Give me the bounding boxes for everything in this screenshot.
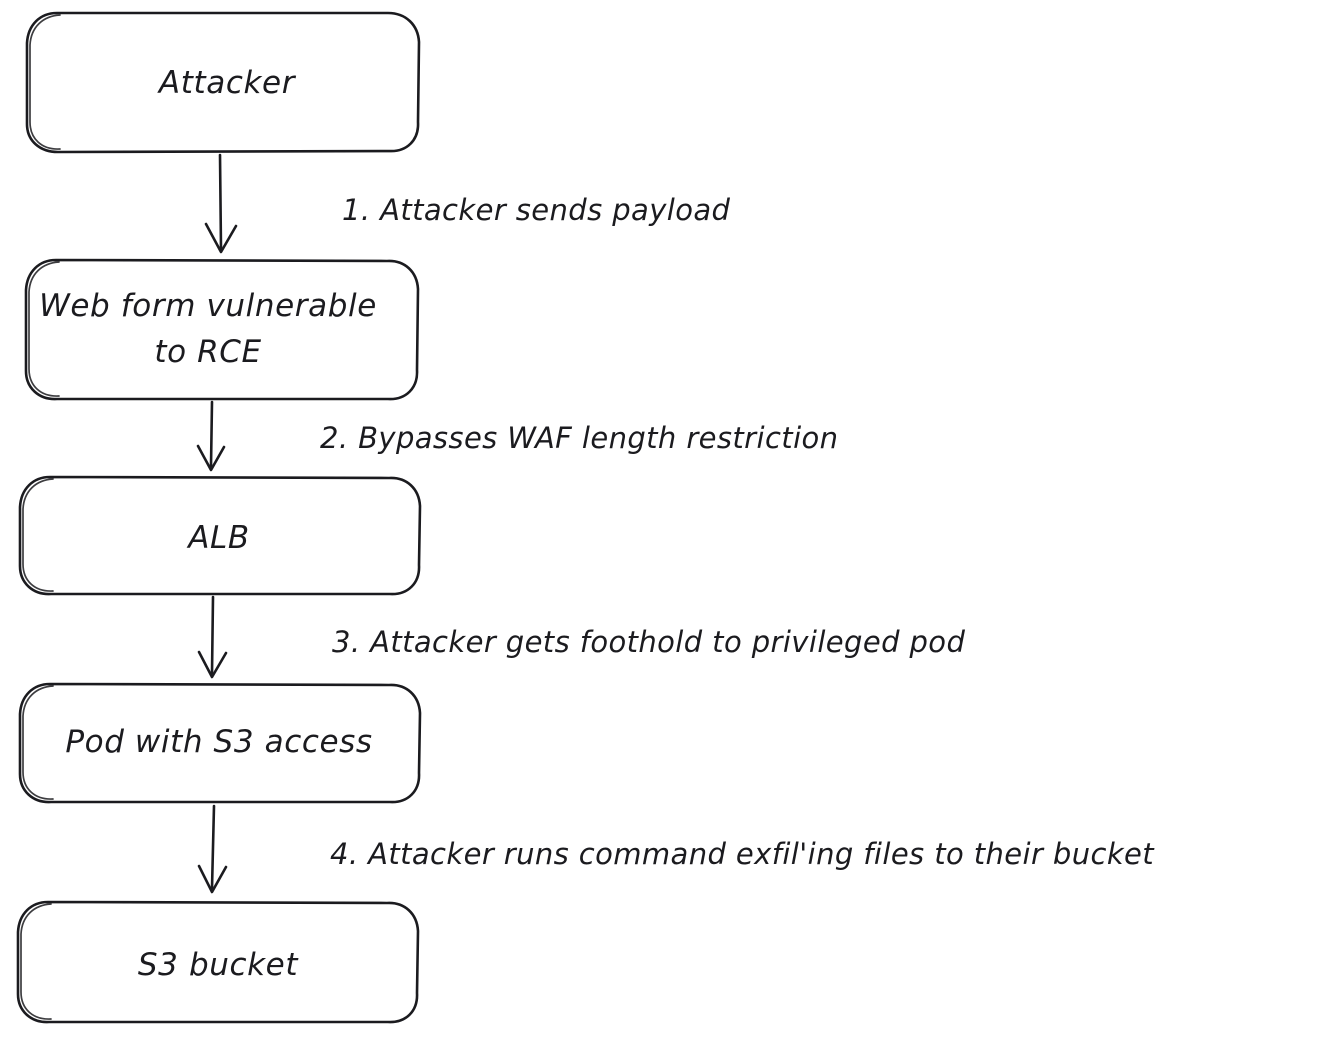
node-pod-shape-overdraw bbox=[22, 685, 54, 800]
edge-1-arrow bbox=[204, 153, 238, 254]
node-webform-label-line2: to RCE bbox=[154, 334, 261, 370]
node-pod-shape bbox=[18, 682, 422, 804]
node-s3-label: S3 bucket bbox=[138, 947, 299, 983]
node-pod-label: Pod with S3 access bbox=[65, 724, 372, 760]
node-webform-label-line1: Web form vulnerable bbox=[39, 288, 377, 324]
edge-2-label: 2. Bypasses WAF length restriction bbox=[320, 421, 838, 455]
edge-3-line bbox=[210, 595, 215, 675]
node-alb-shape-overdraw bbox=[22, 478, 54, 592]
edge-4-line bbox=[210, 804, 216, 890]
edge-3-arrow bbox=[197, 595, 228, 679]
node-s3-shape bbox=[16, 900, 420, 1024]
node-webform-shape-overdraw bbox=[28, 261, 60, 397]
node-s3[interactable]: S3 bucket bbox=[16, 900, 420, 1024]
node-alb-shape bbox=[18, 475, 422, 596]
edge-2-arrow bbox=[196, 400, 226, 472]
node-attacker[interactable]: Attacker bbox=[25, 11, 421, 154]
edge-3-arrowhead bbox=[197, 650, 228, 679]
node-pod[interactable]: Pod with S3 access bbox=[18, 682, 422, 804]
edge-4-arrow bbox=[197, 804, 228, 894]
edge-1-line bbox=[218, 153, 223, 251]
node-attacker-shape-overdraw bbox=[29, 14, 61, 150]
node-attacker-label: Attacker bbox=[157, 65, 297, 101]
node-s3-shape-overdraw bbox=[20, 903, 52, 1020]
node-webform-shape bbox=[24, 258, 420, 401]
edge-2-line bbox=[209, 400, 214, 468]
node-alb-label: ALB bbox=[186, 520, 250, 556]
edge-3-label: 3. Attacker gets foothold to privileged … bbox=[332, 625, 965, 659]
edge-4-label: 4. Attacker runs command exfil'ing files… bbox=[330, 837, 1155, 871]
edge-2-arrowhead bbox=[196, 444, 226, 472]
edge-4-arrowhead bbox=[197, 864, 228, 894]
edge-1-label: 1. Attacker sends payload bbox=[342, 193, 731, 227]
node-attacker-shape bbox=[25, 11, 421, 154]
node-webform[interactable]: Web form vulnerable to RCE bbox=[24, 258, 420, 401]
edge-1-arrowhead bbox=[204, 222, 238, 254]
node-alb[interactable]: ALB bbox=[18, 475, 422, 596]
